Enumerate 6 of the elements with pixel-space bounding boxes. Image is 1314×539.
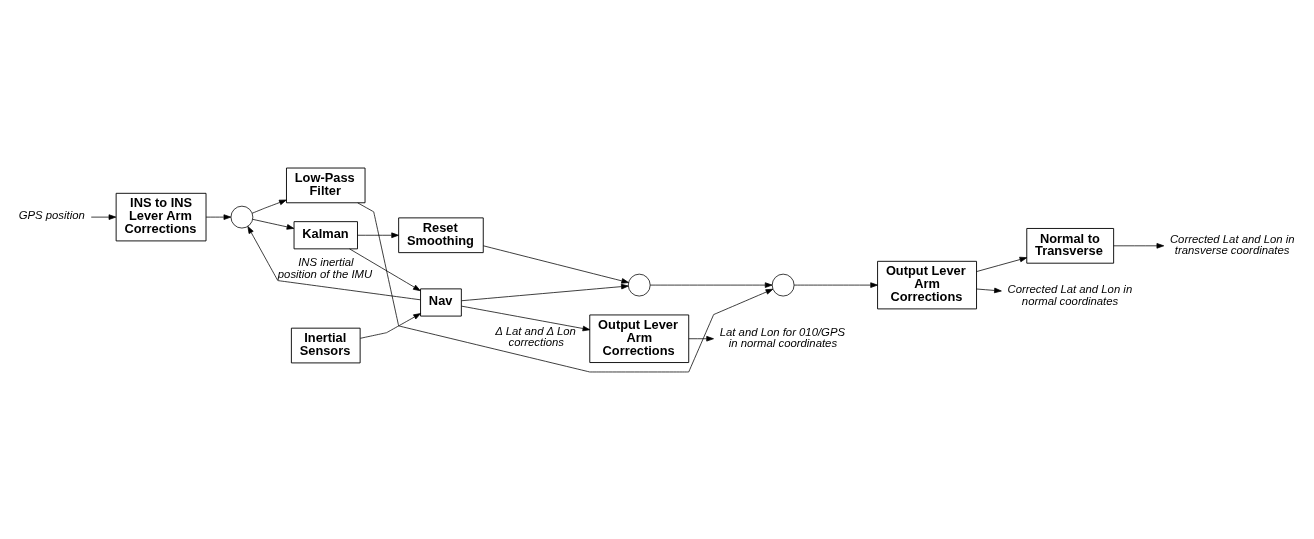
node-text: GPS position xyxy=(18,208,85,221)
node-text: Corrected Lat and Lon in normal coordinates xyxy=(1007,282,1133,307)
node-text: Lat and Lon for 010/GPS in normal coordinates xyxy=(719,325,846,349)
node-text: Corrected Lat and Lon in transverse coordinates xyxy=(1169,232,1295,256)
edge-label: Δ Lat and Δ Lon corrections xyxy=(495,324,576,348)
edge-label: INS inertial position of the IMU xyxy=(277,255,373,280)
